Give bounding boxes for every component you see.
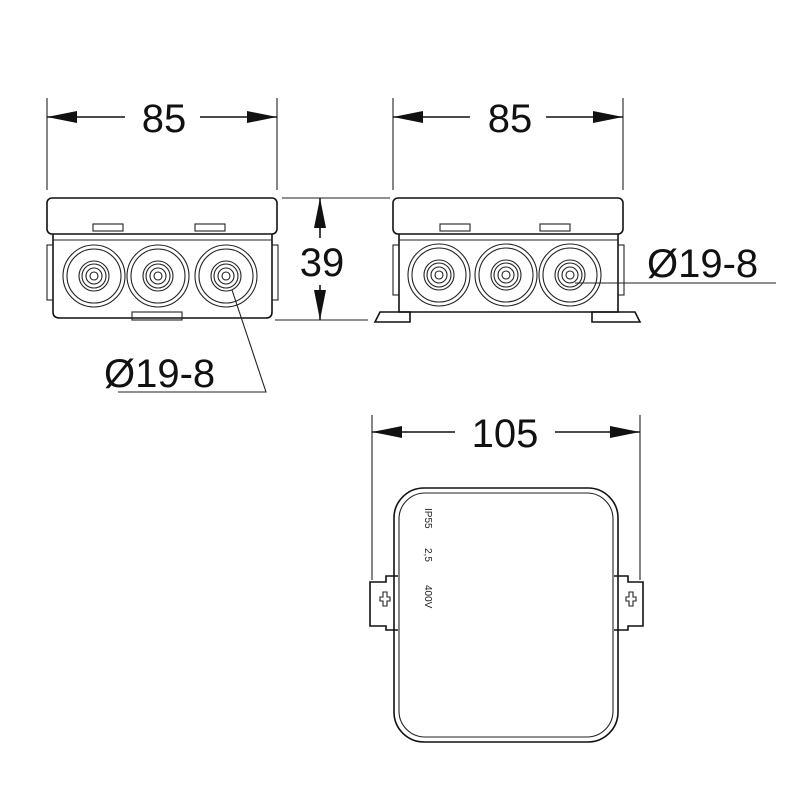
cable-entry-hole bbox=[62, 244, 126, 308]
voltage-marking: 400V bbox=[422, 585, 433, 609]
hole-label-right: Ø19-8 bbox=[647, 242, 758, 286]
lid-outline bbox=[393, 487, 619, 743]
wire-size-marking: 2,5 bbox=[422, 548, 433, 562]
leader-line bbox=[118, 289, 267, 393]
side-view: 85 Ø19-8 bbox=[373, 97, 776, 323]
front-width-label: 85 bbox=[142, 97, 187, 141]
screw-icon bbox=[379, 591, 391, 607]
cable-entry-hole bbox=[194, 244, 258, 308]
height-label: 39 bbox=[300, 241, 345, 285]
lid bbox=[46, 197, 278, 235]
mounting-foot bbox=[591, 311, 642, 323]
top-view: 105 IP55 2,5 400V bbox=[369, 412, 644, 743]
front-view: 85 Ø19-8 bbox=[46, 97, 279, 396]
screw-icon bbox=[625, 591, 637, 607]
cable-entry-hole bbox=[126, 244, 190, 308]
body bbox=[52, 234, 273, 319]
mounting-tab-left bbox=[369, 575, 398, 631]
ip-rating-marking: IP55 bbox=[422, 508, 433, 529]
side-width-label: 85 bbox=[488, 97, 533, 141]
hole-label-left: Ø19-8 bbox=[104, 352, 215, 396]
mounting-foot bbox=[373, 311, 411, 323]
mounting-tab-right bbox=[614, 575, 644, 631]
height-dimension: 39 bbox=[275, 197, 390, 321]
top-width-label: 105 bbox=[472, 412, 539, 456]
